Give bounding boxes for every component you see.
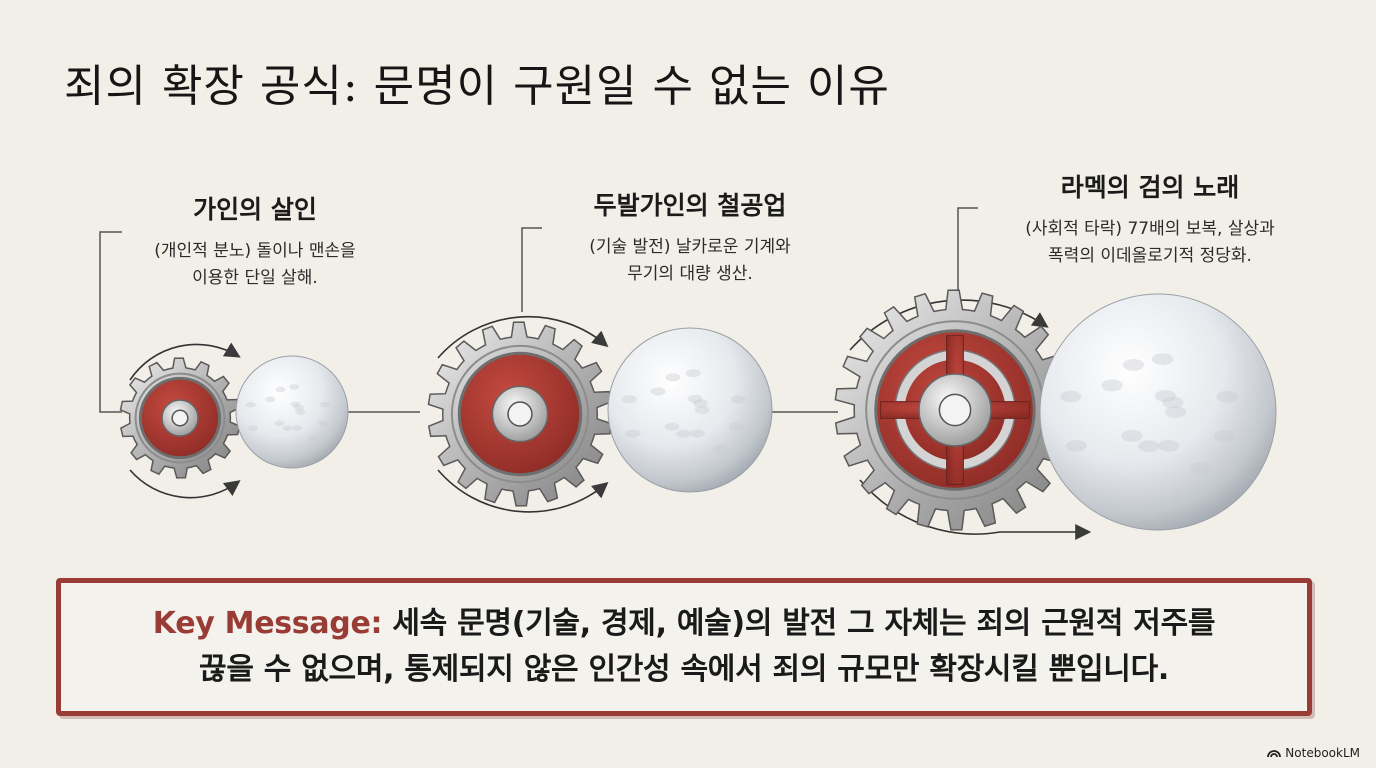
gear-icon-3: [834, 289, 1076, 531]
stage-1-text: 가인의 살인 (개인적 분노) 돌이나 맨손을 이용한 단일 살해.: [100, 190, 410, 292]
key-message-line-1: Key Message: 세속 문명(기술, 경제, 예술)의 발전 그 자체는…: [152, 601, 1216, 647]
stage-1-desc-line-2: 이용한 단일 살해.: [192, 268, 318, 288]
stage-3-desc-line-2: 폭력의 이데올로기적 정당화.: [1048, 246, 1252, 266]
brand-name: NotebookLM: [1285, 746, 1360, 760]
key-message-label: Key Message:: [152, 606, 383, 641]
motion-arc-2a: [437, 315, 609, 359]
stage-3-desc-line-1: (사회적 타락) 77배의 보복, 살상과: [1025, 219, 1275, 239]
stage-2-title: 두발가인의 철공업: [593, 191, 787, 220]
stage-1-desc-line-1: (개인적 분노) 돌이나 맨손을: [154, 241, 356, 261]
key-message-line-2: 끊을 수 없으며, 통제되지 않은 인간성 속에서 죄의 규모만 확장시킬 뿐입…: [199, 652, 1169, 687]
snowball-icon-3: [1039, 293, 1277, 531]
leader-line-1: [99, 231, 122, 413]
key-message-box: Key Message: 세속 문명(기술, 경제, 예술)의 발전 그 자체는…: [56, 578, 1312, 716]
motion-arc-2b: [437, 469, 609, 513]
stage-3-text: 라멕의 검의 노래 (사회적 타락) 77배의 보복, 살상과 폭력의 이데올로…: [985, 168, 1315, 270]
stage-2-text: 두발가인의 철공업 (기술 발전) 날카로운 기계와 무기의 대량 생산.: [530, 186, 850, 288]
snowball-icon-2: [607, 327, 773, 493]
stage-3-title: 라멕의 검의 노래: [1060, 173, 1240, 202]
page-title: 죄의 확장 공식: 문명이 구원일 수 없는 이유: [64, 61, 890, 112]
stage-2-desc-line-2: 무기의 대량 생산.: [627, 264, 753, 284]
snowball-icon-1: [235, 355, 349, 469]
gear-icon-2: [427, 321, 613, 507]
stage-2-desc-line-1: (기술 발전) 날카로운 기계와: [589, 237, 791, 257]
notebooklm-logo-icon: [1267, 750, 1282, 758]
motion-arc-1a: [129, 342, 241, 381]
stage-1-title: 가인의 살인: [193, 195, 317, 224]
leader-line-3: [957, 207, 978, 292]
key-message-line-1-text: 세속 문명(기술, 경제, 예술)의 발전 그 자체는 죄의 근원적 저주를: [382, 606, 1216, 641]
motion-arc-1b: [129, 469, 241, 499]
brand-watermark: NotebookLM: [1267, 746, 1360, 760]
leader-line-2: [521, 227, 542, 312]
gear-icon-1: [119, 357, 241, 479]
